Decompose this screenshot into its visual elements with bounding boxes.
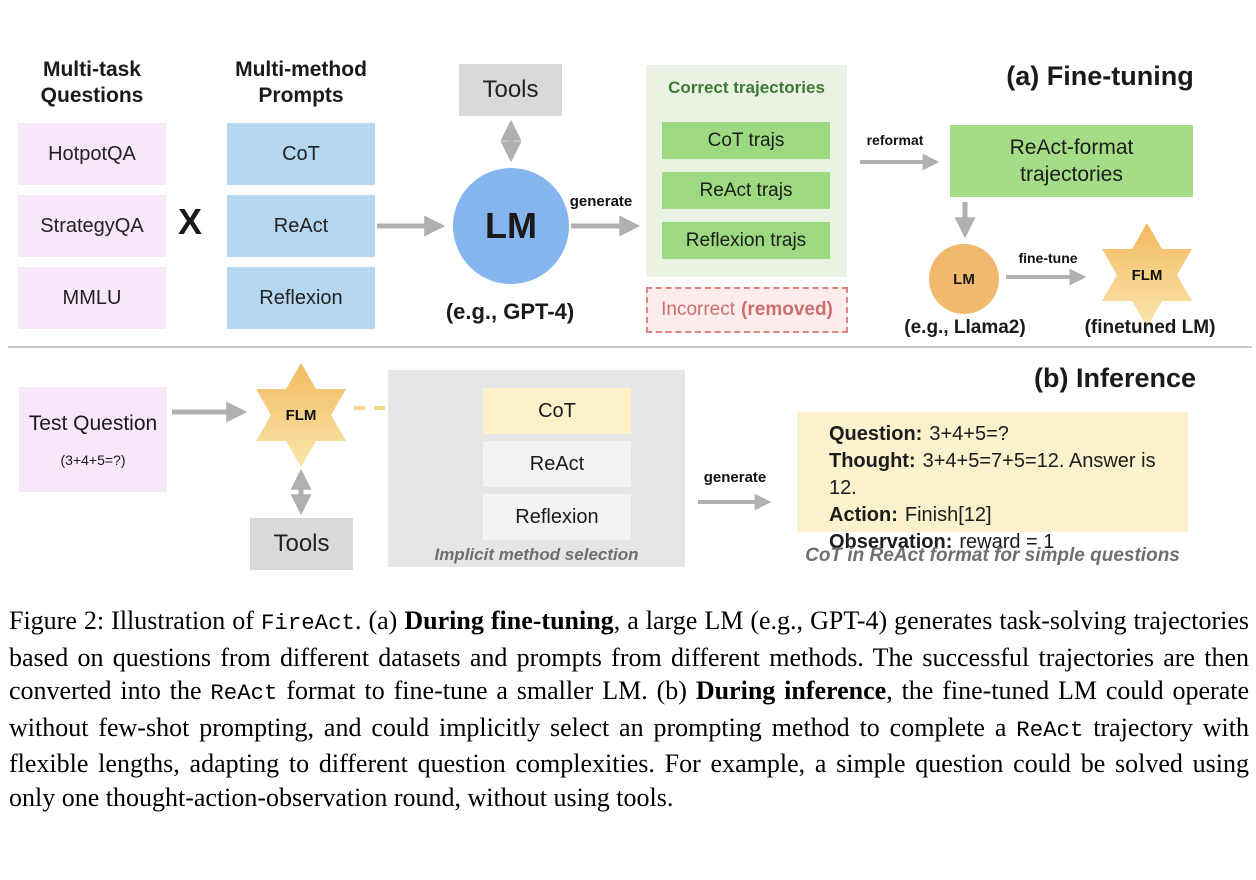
trajectory-line-action: Action:Finish[12] — [829, 504, 992, 526]
flm-label-a: FLM — [1131, 267, 1163, 284]
small-lm-circle-llama2: LM — [929, 244, 999, 314]
flm-star-b: FLM — [249, 363, 353, 467]
flm-star-a: FLM — [1095, 223, 1199, 327]
panel-a-heading: (a) Fine-tuning — [1006, 60, 1194, 91]
lm-circle-gpt4: LM — [453, 168, 569, 284]
test-question-detail: (3+4+5=?) — [60, 451, 126, 468]
method-box-cot-selected: CoT — [483, 388, 631, 434]
six-pointed-star-icon — [1102, 223, 1192, 327]
six-pointed-star-icon — [256, 363, 346, 467]
question-box-hotpotqa: HotpotQA — [18, 123, 166, 185]
tools-box-a: Tools — [459, 64, 562, 116]
questions-column-header: Multi-task Questions — [40, 58, 144, 107]
question-box-mmlu: MMLU — [18, 267, 166, 329]
trajectory-box-react: ReAct trajs — [662, 172, 830, 209]
caption-segment: , a large LM (e.g., GPT-4) generates tas… — [9, 606, 1250, 705]
prompt-box-react: ReAct — [227, 195, 375, 257]
caption-segment-bold: During fine-tuning — [404, 606, 614, 635]
caption-segment-mono: ReAct — [210, 680, 278, 706]
caption-segment-bold: During inference — [695, 676, 887, 705]
prompts-column-header: Multi-method Prompts — [235, 58, 367, 107]
caption-segment: Figure 2: Illustration of — [9, 606, 261, 635]
flm-star-caption: (finetuned LM) — [1084, 317, 1216, 338]
react-format-trajectories-box: ReAct-format trajectories — [950, 125, 1193, 197]
generate-label-a: generate — [569, 192, 633, 210]
generate-label-b: generate — [703, 468, 767, 486]
caption-segment: . (a) — [354, 606, 405, 635]
small-lm-caption: (e.g., Llama2) — [904, 317, 1026, 338]
flm-label-b: FLM — [285, 407, 317, 424]
test-question-label: Test Question — [28, 411, 158, 435]
question-box-strategyqa: StrategyQA — [18, 195, 166, 257]
trajectory-line-observation: Observation:reward = 1 — [829, 531, 1055, 553]
lm-circle-caption: (e.g., GPT-4) — [445, 299, 575, 324]
trajectory-box-cot: CoT trajs — [662, 122, 830, 159]
incorrect-removed-box: Incorrect (removed) — [646, 287, 848, 333]
section-divider — [8, 346, 1252, 348]
caption-segment-mono: ReAct — [1016, 716, 1084, 743]
trajectory-line-thought: Thought:3+4+5=7+5=12. Answer is 12. — [829, 450, 1156, 499]
tools-box-b: Tools — [250, 518, 353, 570]
correct-trajectories-title: Correct trajectories — [668, 78, 825, 97]
trajectory-output-caption: CoT in ReAct format for simple questions — [805, 545, 1180, 566]
fine-tune-label: fine-tune — [1018, 250, 1078, 266]
caption-segment: format to fine-tune a smaller LM. (b) — [277, 676, 696, 705]
cross-product-symbol: X — [177, 201, 202, 242]
trajectory-output-box: Question:3+4+5=? Thought:3+4+5=7+5=12. A… — [797, 412, 1188, 553]
trajectory-box-reflexion: Reflexion trajs — [662, 222, 830, 259]
prompt-box-cot: CoT — [227, 123, 375, 185]
implicit-method-selection-caption: Implicit method selection — [434, 545, 639, 564]
caption-segment: trajectory with flexible lengths, adapti… — [9, 712, 1249, 812]
panel-b-heading: (b) Inference — [1033, 362, 1197, 393]
caption-segment: , the fine-tuned LM could operate withou… — [9, 676, 1250, 742]
incorrect-label: Incorrect — [661, 299, 736, 320]
method-box-reflexion: Reflexion — [483, 494, 631, 540]
trajectory-line-question: Question:3+4+5=? — [829, 423, 1009, 445]
figure-caption: Figure 2: Illustration of FireAct. (a) D… — [9, 604, 1249, 814]
reformat-label: reformat — [866, 132, 924, 148]
method-box-react: ReAct — [483, 441, 631, 487]
test-question-box: Test Question (3+4+5=?) — [19, 387, 167, 492]
prompt-box-reflexion: Reflexion — [227, 267, 375, 329]
caption-segment-mono: FireAct — [261, 610, 355, 636]
removed-label: (removed) — [741, 299, 833, 320]
